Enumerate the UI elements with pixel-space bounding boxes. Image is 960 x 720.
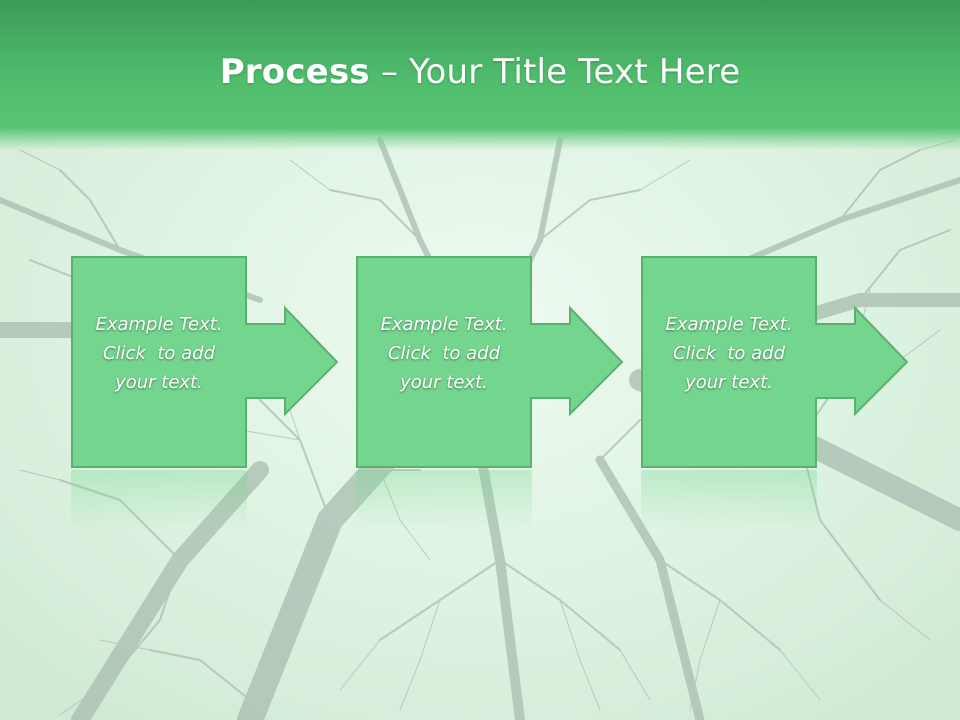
step-text-line-2: Click to add	[387, 343, 500, 364]
right-arrow-callout-shape	[356, 256, 624, 468]
step-text-line-3: your text.	[685, 372, 773, 393]
step-text: Example Text. Click to add your text.	[71, 310, 247, 397]
title-bold: Process	[219, 52, 370, 92]
process-step-3[interactable]: Example Text. Click to add your text.	[641, 256, 941, 530]
slide-title[interactable]: Process – Your Title Text Here	[0, 52, 960, 92]
step-text-line-1: Example Text.	[380, 314, 508, 335]
step-text-line-1: Example Text.	[665, 314, 793, 335]
step-text: Example Text. Click to add your text.	[641, 310, 817, 397]
title-rest: – Your Title Text Here	[369, 52, 741, 92]
step-reflection	[641, 470, 817, 530]
process-step-1[interactable]: Example Text. Click to add your text.	[71, 256, 371, 530]
right-arrow-callout-shape	[71, 256, 339, 468]
step-text: Example Text. Click to add your text.	[356, 310, 532, 397]
process-step-2[interactable]: Example Text. Click to add your text.	[356, 256, 656, 530]
step-text-line-1: Example Text.	[95, 314, 223, 335]
header-band	[0, 0, 960, 150]
step-text-line-3: your text.	[400, 372, 488, 393]
step-reflection	[356, 470, 532, 530]
step-reflection	[71, 470, 247, 530]
step-text-line-2: Click to add	[102, 343, 215, 364]
step-text-line-2: Click to add	[672, 343, 785, 364]
step-text-line-3: your text.	[115, 372, 203, 393]
right-arrow-callout-shape	[641, 256, 909, 468]
